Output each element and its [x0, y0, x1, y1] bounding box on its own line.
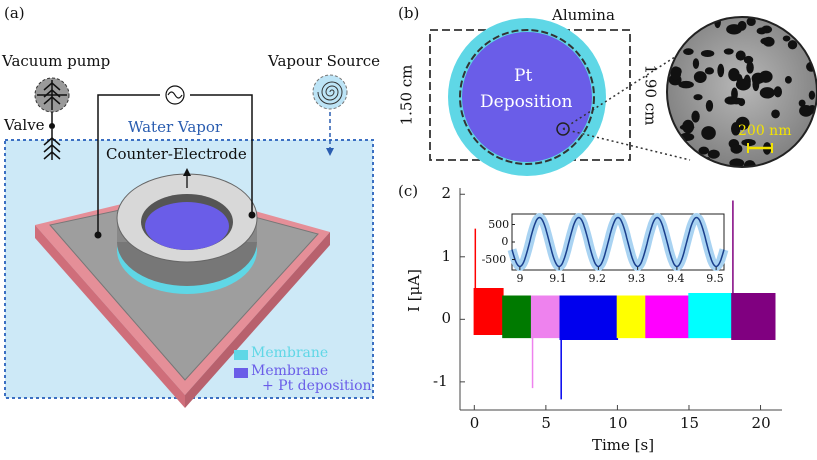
inset-y-tick-label: 500 [488, 217, 510, 231]
x-tick-label: 10 [608, 414, 628, 432]
wire-right [190, 94, 253, 215]
x-axis-label: Time [s] [592, 436, 655, 454]
inset-x-tick-label: 9.4 [666, 272, 685, 285]
dim-left-label: 1.50 cm [397, 64, 416, 126]
x-tick-label: 5 [541, 414, 551, 432]
dim-right-label: 1.90 cm [641, 64, 660, 126]
legend-pt-label-2: + Pt deposition [262, 378, 372, 394]
legend-membrane-swatch [234, 350, 248, 360]
legend-pt-swatch [234, 368, 248, 378]
water-vapor-label: Water Vapor [128, 118, 223, 136]
alumina-label: Alumina [552, 6, 615, 24]
valve-icon [49, 123, 55, 129]
inset-x-tick-label: 9.3 [627, 272, 646, 285]
counter-electrode-label: Counter-Electrode [106, 145, 247, 163]
pt-label-2: Deposition [480, 92, 573, 112]
vapour-source-label: Vapour Source [268, 52, 381, 70]
pt-membrane-disc [145, 202, 229, 250]
vacuum-pump-label: Vacuum pump [2, 52, 111, 70]
panel-c-label: (c) [398, 182, 419, 200]
pt-label-1: Pt [514, 66, 533, 86]
inset-x-tick-label: 9 [516, 272, 524, 285]
inset-y-tick-label: 0 [501, 235, 509, 248]
scale-bar-label: 200 nm [738, 123, 792, 139]
panel-b-label: (b) [398, 4, 420, 22]
inset-x-tick-label: 9.1 [549, 272, 567, 285]
y-tick-label: -1 [433, 371, 448, 390]
y-axis-label: I [μA] [405, 269, 423, 312]
x-tick-label: 0 [469, 414, 480, 432]
y-tick-label: 0 [441, 309, 452, 328]
inset-y-tick-label: -500 [481, 252, 507, 266]
legend-pt-label-1: Membrane [251, 363, 329, 379]
inset-x-tick-label: 9.2 [588, 272, 606, 285]
x-tick-label: 15 [679, 414, 700, 432]
y-tick-label: 1 [441, 246, 452, 265]
y-tick-label: 2 [441, 184, 452, 203]
panel-a-label: (a) [4, 4, 25, 22]
wire-left [97, 94, 160, 235]
valve-label: Valve [4, 116, 45, 134]
x-tick-label: 20 [751, 414, 771, 432]
inset-x-tick-label: 9.5 [706, 272, 724, 285]
legend-membrane-label: Membrane [251, 345, 329, 361]
